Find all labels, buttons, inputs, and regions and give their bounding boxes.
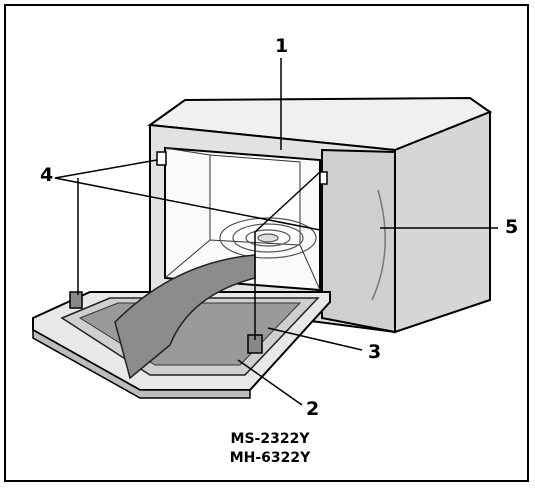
callout-1: 1 xyxy=(275,35,289,57)
door-hook-left xyxy=(69,291,83,309)
callout-4: 4 xyxy=(40,164,54,186)
callout-3: 3 xyxy=(368,341,382,363)
callout-2: 2 xyxy=(306,398,320,420)
interlock-hole-left xyxy=(156,151,167,166)
interlock-hole-right xyxy=(319,171,328,185)
model-number-2: MH-6322Y xyxy=(229,450,311,466)
door-bottom-edge xyxy=(32,328,251,399)
cabinet-side xyxy=(394,110,491,334)
model-number-1: MS-2322Y xyxy=(230,431,310,447)
leader-lines xyxy=(54,58,498,406)
control-panel xyxy=(321,148,396,334)
control-panel-curve xyxy=(371,189,386,301)
callout-5: 5 xyxy=(505,216,519,238)
turntable xyxy=(219,217,317,259)
